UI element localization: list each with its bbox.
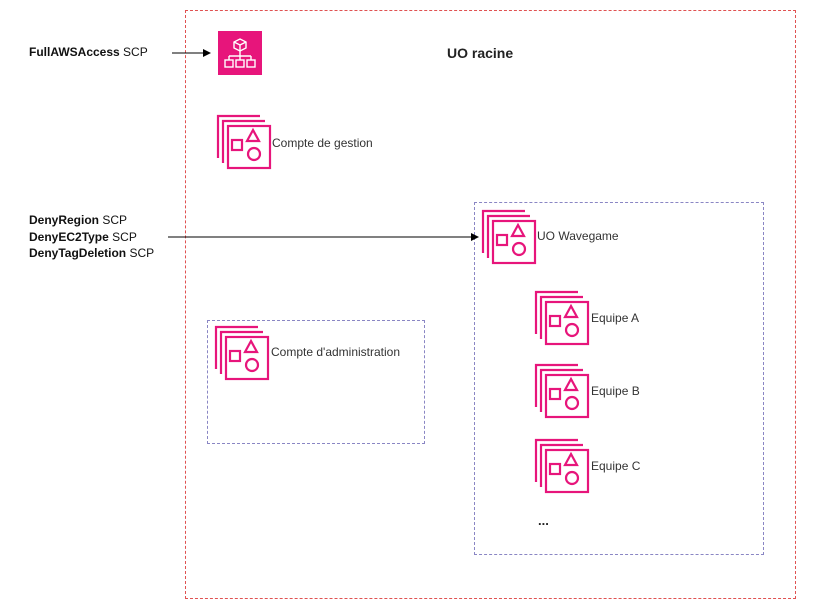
admin-account-container bbox=[207, 320, 425, 444]
team-a-account-icon bbox=[534, 290, 590, 346]
root-scp-suffix: SCP bbox=[123, 45, 148, 59]
management-account-label: Compte de gestion bbox=[272, 136, 373, 150]
root-ou-title: UO racine bbox=[447, 45, 514, 61]
admin-account-label: Compte d'administration bbox=[271, 345, 401, 359]
team-c-account-icon bbox=[534, 438, 590, 494]
wavegame-ou-label: UO Wavegame bbox=[537, 229, 619, 243]
team-c-label: Equipe C bbox=[591, 459, 641, 473]
wavegame-scp-2-suffix: SCP bbox=[112, 230, 137, 244]
wavegame-scp-3: DenyTagDeletion SCP bbox=[29, 246, 154, 260]
wavegame-scp-1-suffix: SCP bbox=[102, 213, 128, 227]
wavegame-ou-container bbox=[474, 202, 764, 555]
admin-account-icon bbox=[214, 325, 270, 381]
team-a-label: Equipe A bbox=[591, 311, 640, 325]
wavegame-ou-icon bbox=[481, 209, 537, 265]
more-teams-ellipsis: ... bbox=[538, 513, 549, 528]
wavegame-scp-3-name: DenyTagDeletion bbox=[29, 246, 127, 260]
organization-icon bbox=[218, 31, 262, 75]
root-ou-container bbox=[185, 10, 796, 599]
wavegame-scp-2: DenyEC2Type SCP bbox=[29, 230, 137, 244]
wavegame-scp-1-name: DenyRegion bbox=[29, 213, 100, 227]
team-b-account-icon bbox=[534, 363, 590, 419]
wavegame-scp-2-name: DenyEC2Type bbox=[29, 230, 109, 244]
wavegame-scp-3-suffix: SCP bbox=[129, 246, 155, 260]
team-b-label: Equipe B bbox=[591, 384, 640, 398]
root-scp-name: FullAWSAccess bbox=[29, 45, 120, 59]
management-account-icon bbox=[216, 114, 272, 170]
wavegame-scp-1: DenyRegion SCP bbox=[29, 213, 127, 227]
root-scp-label: FullAWSAccess SCP bbox=[29, 45, 148, 59]
